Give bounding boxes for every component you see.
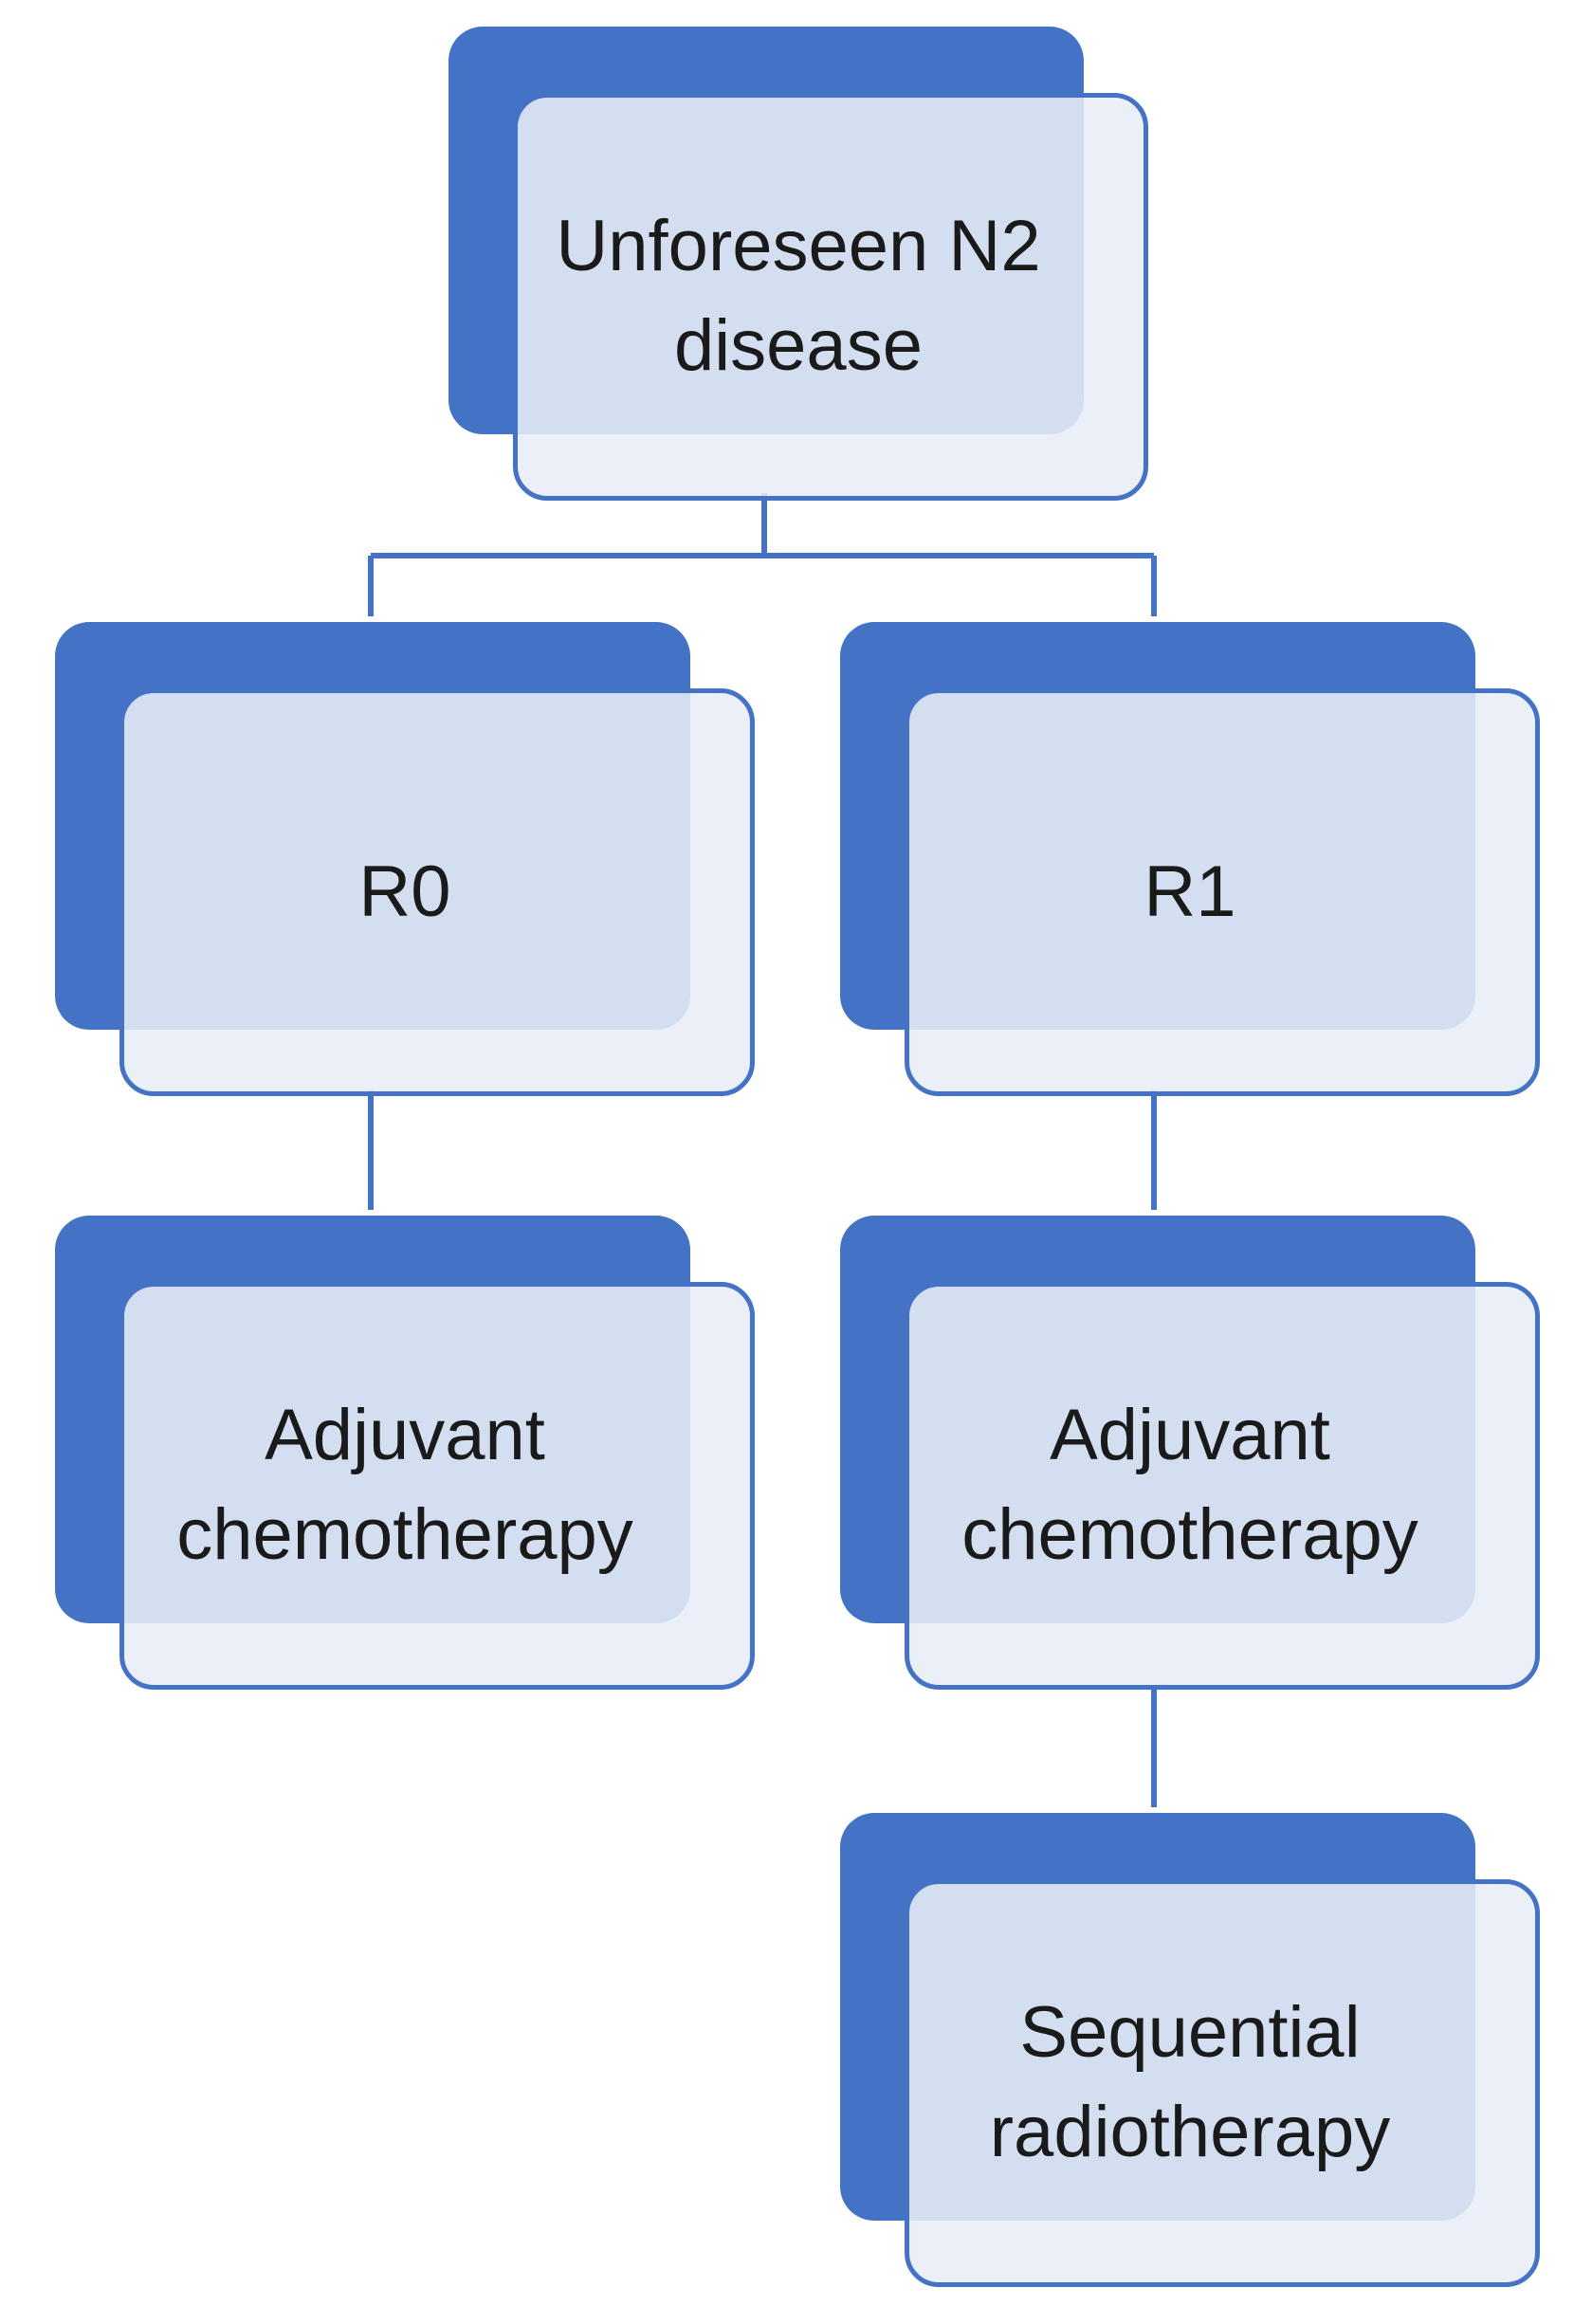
node-label: Unforeseen N2 disease — [556, 206, 1041, 386]
node-box — [905, 688, 1540, 1096]
node-r1-adjuvant-chemotherapy: Adjuvant chemotherapy — [840, 1216, 1540, 1690]
node-box — [513, 93, 1148, 501]
node-sequential-radiotherapy: Sequential radiotherapy — [840, 1813, 1540, 2287]
node-unforeseen-n2-disease: Unforeseen N2 disease — [448, 27, 1148, 501]
node-label: Adjuvant chemotherapy — [176, 1395, 633, 1575]
node-r0-adjuvant-chemotherapy: Adjuvant chemotherapy — [55, 1216, 755, 1690]
node-label: R1 — [1144, 851, 1236, 932]
node-r1: R1 — [840, 622, 1540, 1096]
node-r0: R0 — [55, 622, 755, 1096]
node-box — [905, 1282, 1540, 1690]
node-label: R0 — [358, 851, 451, 932]
node-box — [119, 1282, 755, 1690]
node-label: Sequential radiotherapy — [989, 1992, 1391, 2172]
node-label: Adjuvant chemotherapy — [961, 1395, 1418, 1575]
node-box — [119, 688, 755, 1096]
node-box — [905, 1879, 1540, 2287]
